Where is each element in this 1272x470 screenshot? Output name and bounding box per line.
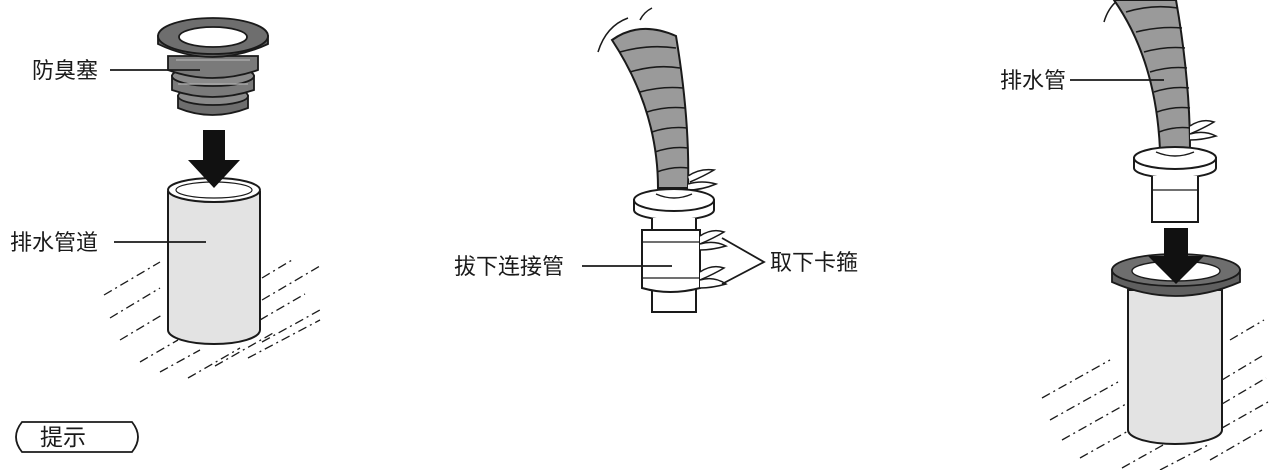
tip-badge: 提示 [15,421,139,453]
insert-arrow [1148,228,1204,284]
hose-ribs [619,45,689,173]
hose-wire [597,17,629,53]
odor-plug-shape [157,17,269,116]
label-remove-clamp: 取下卡箍 [770,251,858,276]
hose-ribs [1125,5,1191,133]
label-drain-pipe: 排水管道 [10,231,98,256]
panel-insert-hose: 排水管 [1000,0,1269,470]
insert-arrow [188,130,240,188]
clamp-leader-lines [721,237,766,285]
label-drain-hose: 排水管 [1000,69,1066,94]
connector-pipe [641,218,701,313]
flange [633,188,715,221]
label-odor-plug: 防臭塞 [32,59,98,84]
panel-remove-connector: 拔下连接管 取下卡箍 [454,7,858,313]
label-remove-connector: 拔下连接管 [454,255,564,280]
hose-body [610,27,690,189]
wire-clamps [699,229,729,289]
hose-clamp [1189,119,1219,141]
flange [1133,146,1217,179]
drain-pipe-shape [167,177,261,345]
tip-label: 提示 [40,425,86,451]
hose-end-pipe [1151,176,1199,223]
panel-install-plug: 防臭塞 排水管道 [10,17,321,379]
hose-clamp [687,168,719,191]
floor-hatch [103,259,321,379]
floor-hatch [1041,319,1269,470]
